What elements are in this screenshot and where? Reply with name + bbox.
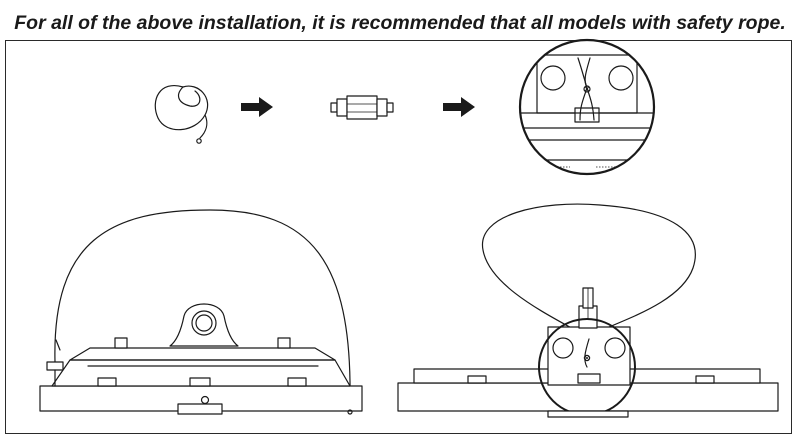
fixture-with-safety-rope-right — [397, 203, 779, 418]
right-arrow-icon — [241, 97, 273, 117]
rope-buckle-icon — [330, 95, 394, 120]
coiled-rope-icon — [154, 85, 209, 144]
zoom-detail-circle — [518, 38, 656, 176]
fixture-with-safety-rope-left — [39, 209, 363, 415]
diagram-frame — [5, 40, 792, 434]
instruction-text: For all of the above installation, it is… — [14, 12, 786, 34]
right-arrow-icon — [443, 97, 475, 117]
